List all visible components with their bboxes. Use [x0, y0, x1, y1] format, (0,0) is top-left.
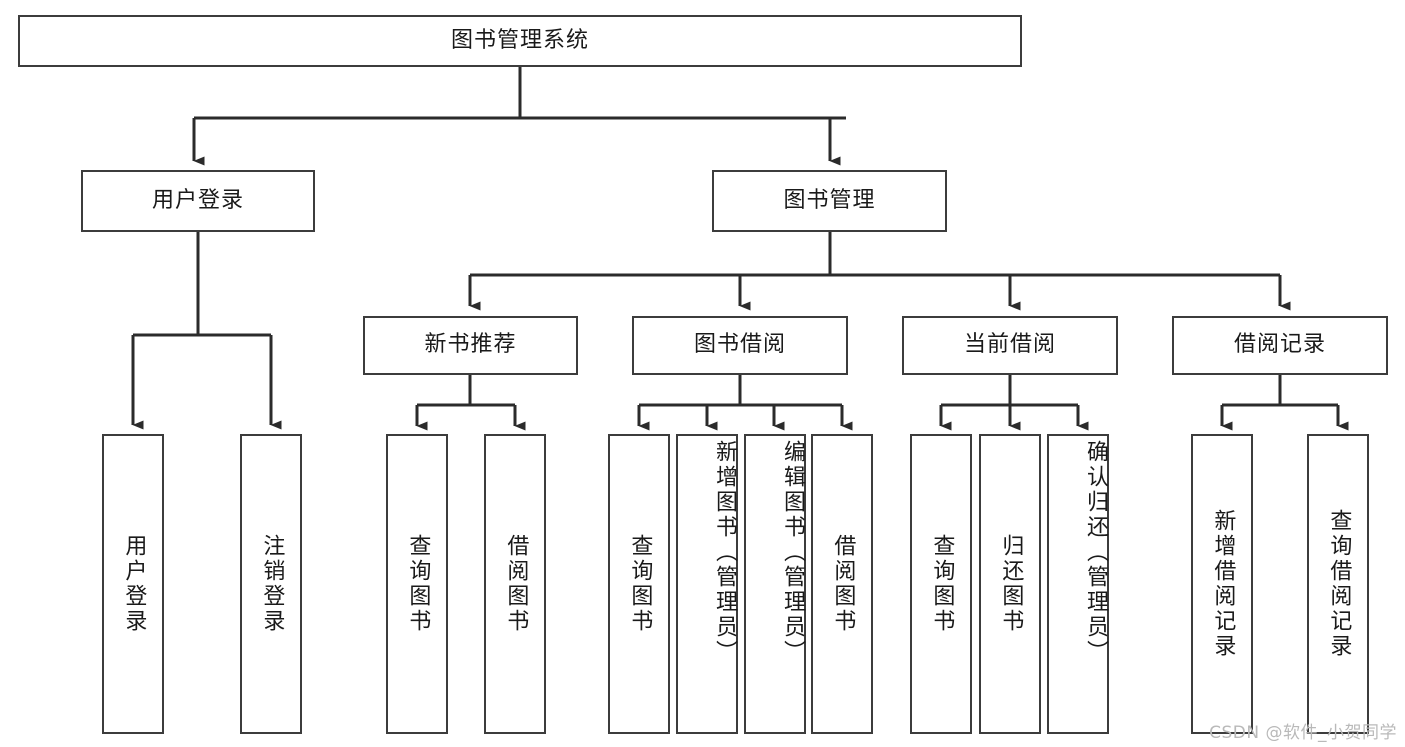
node-label: 注销登录 — [259, 534, 285, 634]
node-label: 当前借阅 — [963, 332, 1056, 358]
node-user-login[interactable]: 用户登录 — [81, 170, 315, 232]
node-new-book-recommend[interactable]: 新书推荐 — [363, 316, 578, 375]
node-leaf-add-book[interactable]: 新增图书（管理员） — [676, 434, 738, 734]
node-leaf-edit-book[interactable]: 编辑图书（管理员） — [744, 434, 806, 734]
node-label: 新增借阅记录 — [1210, 509, 1236, 659]
node-book-borrow[interactable]: 图书借阅 — [632, 316, 848, 375]
node-leaf-return-book[interactable]: 归还图书 — [979, 434, 1041, 734]
node-label: 借阅记录 — [1233, 332, 1326, 358]
node-label: 用户登录 — [151, 187, 244, 213]
node-leaf-borrow-book[interactable]: 借阅图书 — [811, 434, 873, 734]
node-label: 查询图书 — [627, 534, 653, 634]
node-book-manage[interactable]: 图书管理 — [712, 170, 947, 232]
node-label: 查询借阅记录 — [1326, 509, 1352, 659]
node-label: 借阅图书 — [830, 534, 856, 634]
node-root-system[interactable]: 图书管理系统 — [18, 15, 1022, 67]
node-leaf-add-borrow-record[interactable]: 新增借阅记录 — [1191, 434, 1253, 734]
node-label: 归还图书 — [998, 534, 1024, 634]
node-label: 查询图书 — [405, 534, 431, 634]
watermark-text: CSDN @软件_小贺同学 — [1209, 723, 1397, 743]
node-leaf-borrow-book-rec[interactable]: 借阅图书 — [484, 434, 546, 734]
node-leaf-user-logout[interactable]: 注销登录 — [240, 434, 302, 734]
node-label: 新书推荐 — [424, 332, 517, 358]
node-label: 图书管理系统 — [450, 27, 589, 53]
node-leaf-confirm-return[interactable]: 确认归还（管理员） — [1047, 434, 1109, 734]
node-leaf-query-book-current[interactable]: 查询图书 — [910, 434, 972, 734]
node-leaf-user-login[interactable]: 用户登录 — [102, 434, 164, 734]
node-label: 查询图书 — [929, 534, 955, 634]
node-label: 图书借阅 — [693, 332, 786, 358]
node-leaf-query-book-rec[interactable]: 查询图书 — [386, 434, 448, 734]
node-leaf-query-borrow-record[interactable]: 查询借阅记录 — [1307, 434, 1369, 734]
node-label: 确认归还（管理员） — [1083, 440, 1108, 665]
node-leaf-query-book-borrow[interactable]: 查询图书 — [608, 434, 670, 734]
node-label: 新增图书（管理员） — [712, 440, 737, 665]
node-label: 编辑图书（管理员） — [780, 440, 805, 665]
node-label: 借阅图书 — [503, 534, 529, 634]
node-borrow-record[interactable]: 借阅记录 — [1172, 316, 1388, 375]
node-current-borrow[interactable]: 当前借阅 — [902, 316, 1118, 375]
node-label: 图书管理 — [783, 187, 876, 213]
node-label: 用户登录 — [121, 534, 147, 634]
